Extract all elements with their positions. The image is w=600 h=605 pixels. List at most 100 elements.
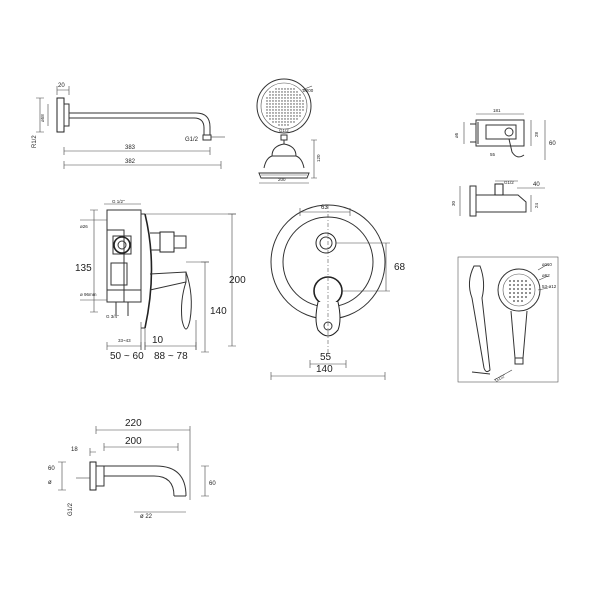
shower-head-nozzle [272,94,274,96]
mixer-side-dim-10: 10 [152,335,164,346]
shower-head-nozzle [266,100,268,102]
shower-head-nozzle [284,88,286,90]
shower-head-dim-diameter: ø200 [303,88,314,93]
shower-head-nozzle [275,112,277,114]
shower-head-nozzle [281,94,283,96]
shower-head-nozzle [290,106,292,108]
shower-head-nozzle [299,106,301,108]
shower-head-nozzle [287,97,289,99]
shower-head-nozzle [281,124,283,126]
shower-head-nozzle [281,88,283,90]
wall-bracket-dim-30: 30 [451,200,456,206]
mixer-side-dim-135: 135 [75,263,92,274]
shower-head-nozzle [278,97,280,99]
shower-head-nozzle [269,115,271,117]
shower-head-nozzle [272,121,274,123]
shower-head-nozzle [275,97,277,99]
shower-head-nozzle [269,109,271,111]
shower-head-nozzle [278,94,280,96]
shower-head-nozzle [284,118,286,120]
shower-head-nozzle [275,118,277,120]
shower-head-nozzle [269,97,271,99]
shower-head-nozzle [296,109,298,111]
mixer-front-dim-55: 55 [320,352,332,363]
hand-shower-nozzle [525,288,527,290]
mixer-side-view-drawing: 135 200 140 10 50 ~ 60 88 ~ 78 G 3/4" G … [75,199,246,362]
hand-shower-nozzle [525,292,527,294]
hand-shower-nozzle [529,288,531,290]
hand-shower-nozzle [509,296,511,298]
shower-head-nozzle [293,91,295,93]
shower-head-nozzle [287,100,289,102]
shower-head-nozzle [293,115,295,117]
shower-head-nozzle [275,121,277,123]
shower-head-nozzle [287,94,289,96]
shower-head-nozzle [272,91,274,93]
hand-shower-nozzle [517,292,519,294]
shower-head-nozzle [287,109,289,111]
shower-head-nozzle [278,118,280,120]
shower-head-nozzle [287,121,289,123]
wall-bracket-dim-181: 181 [493,108,501,113]
shower-head-nozzle [290,115,292,117]
hand-shower-nozzle [517,296,519,298]
spout-dim-g12: G1/2 [68,502,74,516]
hand-shower-drawing: ø110 ø62 53-ø12 G1/2" [457,256,559,383]
shower-head-nozzle [284,91,286,93]
wall-bracket-dim-g12: G1/2 [504,180,514,185]
shower-head-nozzle [287,103,289,105]
shower-head-nozzle [299,109,301,111]
hand-shower-nozzle [525,280,527,282]
mixer-side-dim-c: ø 96mm [80,292,97,297]
shower-head-nozzle [284,103,286,105]
shower-head-dim-height: 120 [316,154,321,162]
shower-head-nozzle [287,118,289,120]
shower-head-nozzle [290,118,292,120]
shower-head-nozzle [278,112,280,114]
shower-head-nozzle [284,112,286,114]
shower-head-nozzle [290,121,292,123]
shower-head-nozzle [284,115,286,117]
shower-head-nozzle [296,100,298,102]
hand-shower-nozzle [529,284,531,286]
shower-head-nozzle [284,94,286,96]
mixer-side-dim-200: 200 [229,275,246,286]
shower-arm-dim-r12: R1/2 [32,135,38,148]
hand-shower-dim-110: ø110 [542,262,552,267]
shower-head-nozzle [281,112,283,114]
shower-head-nozzle [287,112,289,114]
shower-head-nozzle [299,103,301,105]
shower-head-nozzle [278,121,280,123]
shower-head-nozzle [281,97,283,99]
shower-head-nozzle [293,112,295,114]
wall-bracket-dim-40: 40 [533,182,540,188]
hand-shower-dim-g12: G1/2" [494,373,507,383]
wall-bracket-drawing: 181 28 60 ø5 55 G1/2 40 24 30 [451,108,556,217]
shower-head-nozzle [275,115,277,117]
hand-shower-nozzle [521,288,523,290]
spout-dim-18: 18 [71,447,78,453]
shower-head-dim-width: 200 [278,177,286,182]
spout-dim-diameter: ø [48,480,52,486]
shower-head-nozzle [293,88,295,90]
shower-head-nozzle [272,106,274,108]
wall-bracket-dim-24: 24 [534,202,539,208]
shower-head-nozzle [278,91,280,93]
hand-shower-nozzle [525,296,527,298]
shower-head-nozzle [302,103,304,105]
shower-head-nozzle [281,109,283,111]
shower-head-nozzle [272,118,274,120]
shower-head-nozzle [296,118,298,120]
hand-shower-dim-62: ø62 [542,273,550,278]
shower-head-nozzle [275,103,277,105]
shower-head-nozzle [302,100,304,102]
shower-head-nozzle [275,91,277,93]
shower-head-nozzle [269,112,271,114]
shower-head-nozzle [272,112,274,114]
shower-head-nozzle [284,106,286,108]
spout-dim-60-left: 60 [48,466,55,472]
shower-head-nozzle [275,106,277,108]
shower-head-nozzle [293,94,295,96]
shower-head-nozzle [266,103,268,105]
shower-head-nozzle [278,103,280,105]
